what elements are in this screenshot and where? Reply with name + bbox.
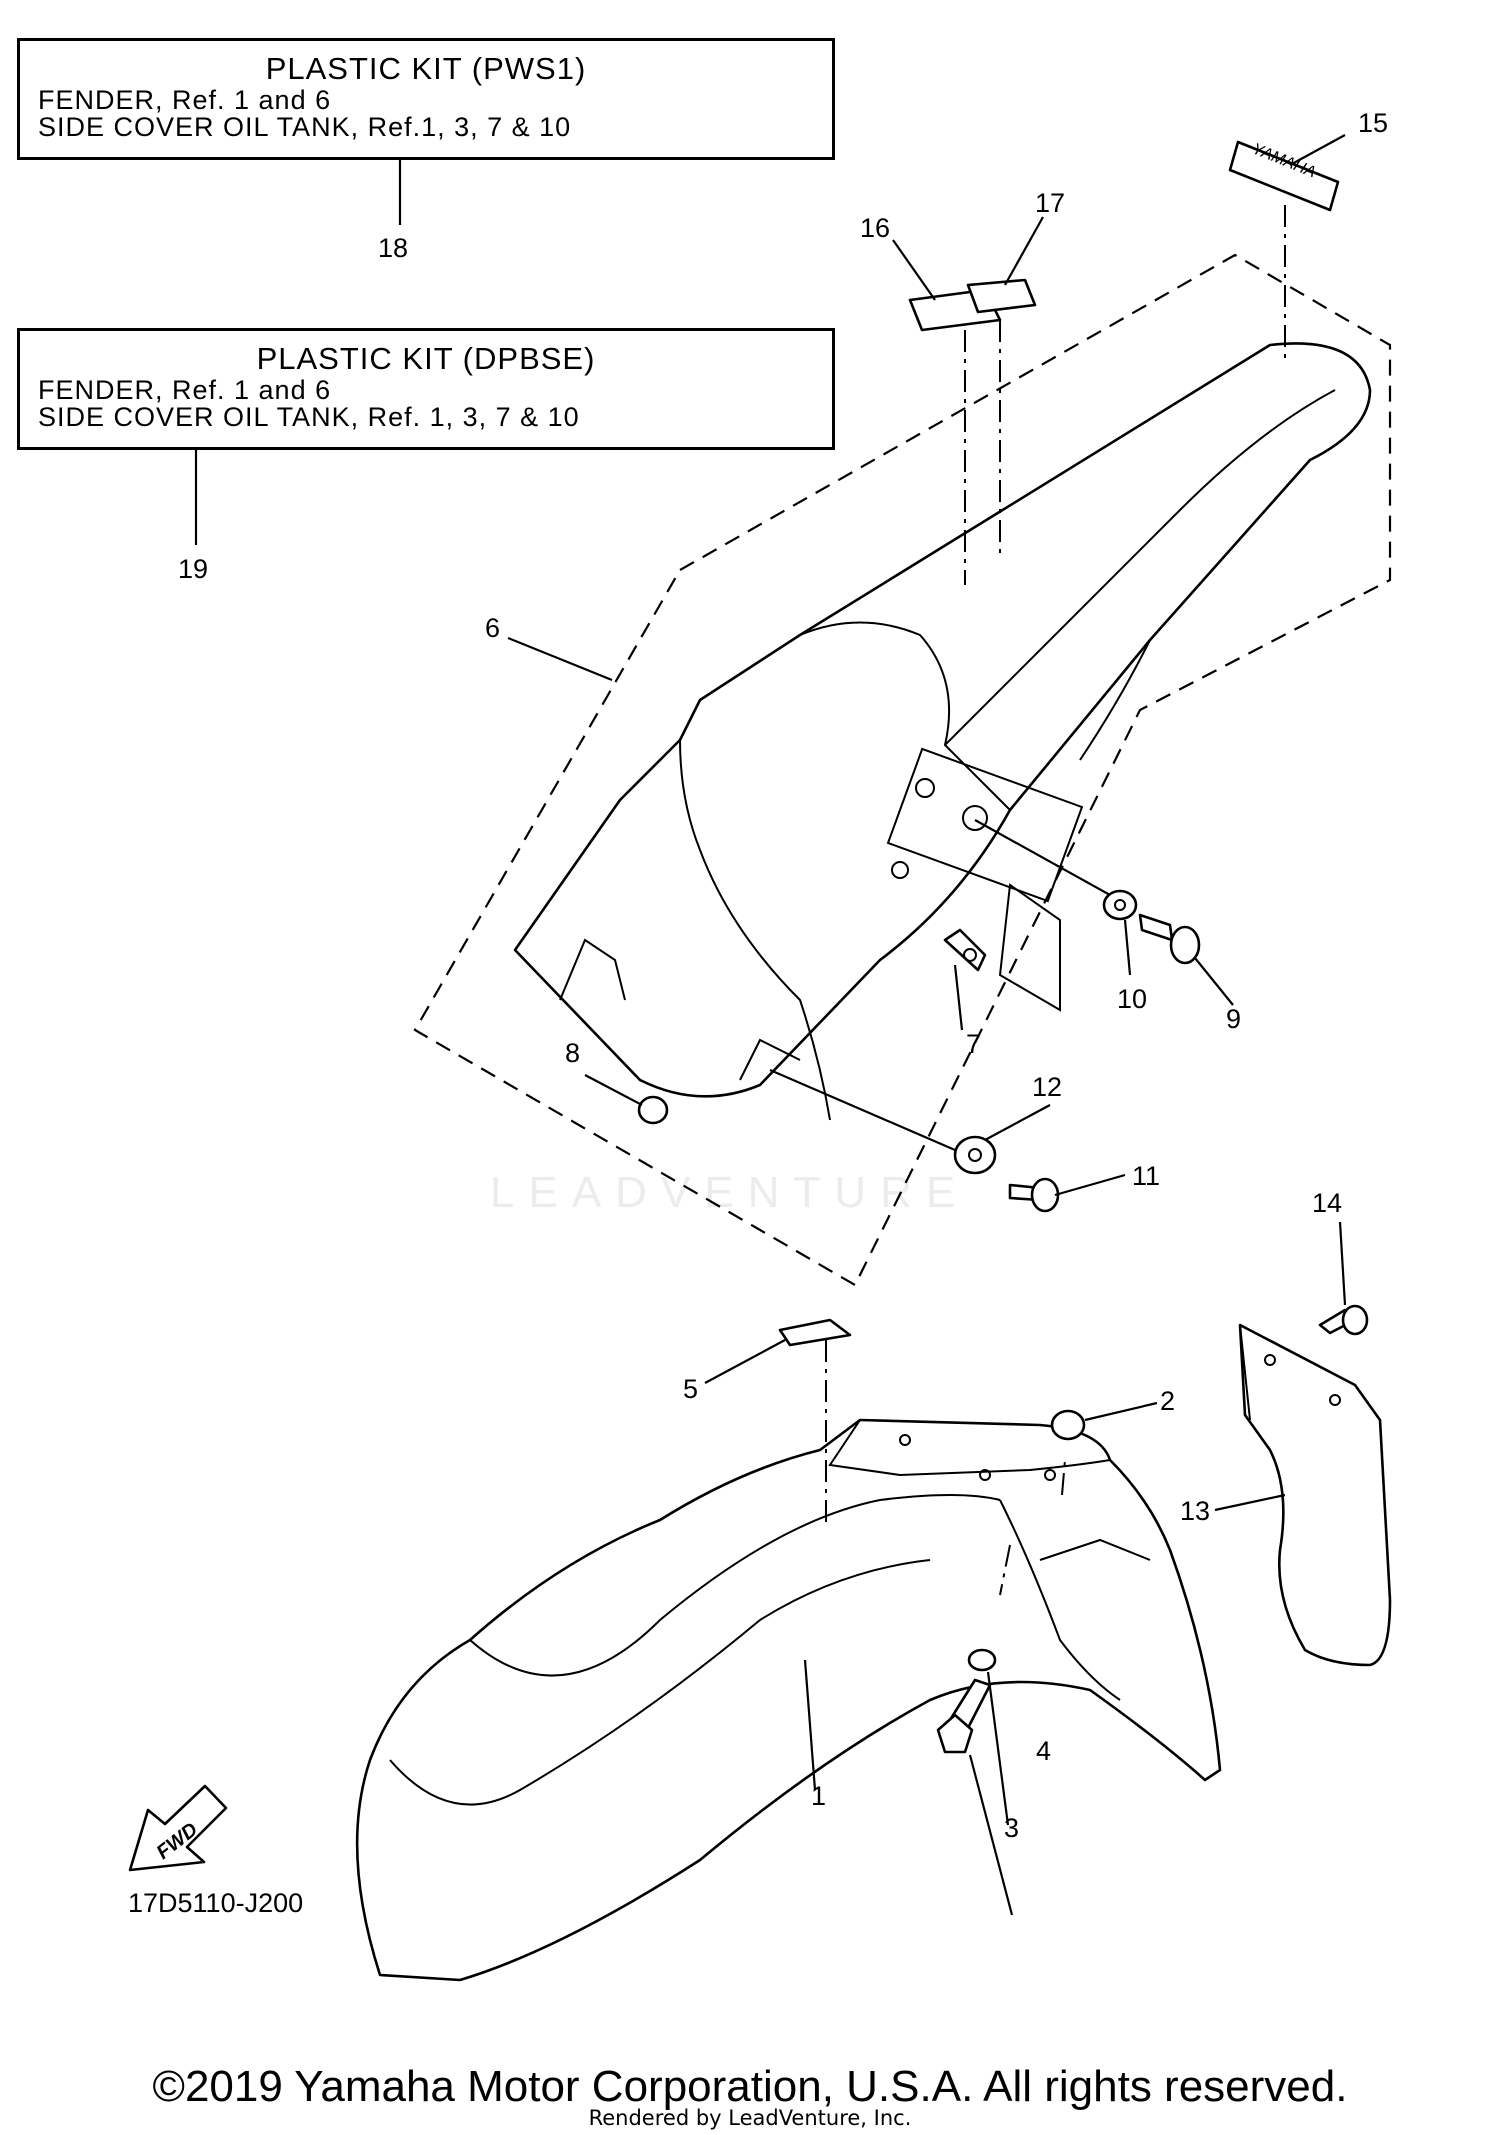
- callout-12: 12: [1032, 1072, 1062, 1102]
- washer-12: [953, 1135, 997, 1175]
- callout-14: 14: [1312, 1188, 1342, 1218]
- nut-7: [943, 928, 987, 972]
- kit-fender-line: FENDER, Ref. 1 and 6: [38, 375, 332, 405]
- fwd-arrow-icon: FWD: [128, 1784, 228, 1872]
- callout-5: 5: [683, 1374, 698, 1404]
- callout-11: 11: [1132, 1161, 1160, 1191]
- bolt-9: [1138, 913, 1201, 965]
- copyright-notice: ©2019 Yamaha Motor Corporation, U.S.A. A…: [152, 2062, 1348, 2111]
- rear-fender: [513, 342, 1372, 1121]
- kit-side-cover-line: SIDE COVER OIL TANK, Ref.1, 3, 7 & 10: [38, 112, 572, 142]
- kit-title: PLASTIC KIT (DPBSE): [256, 341, 596, 376]
- front-fender: [355, 1340, 1222, 1982]
- yamaha-decal: YAMAHA: [1228, 141, 1340, 360]
- rear-fender-kit-boundary: [413, 253, 1392, 1287]
- callout-18: 18: [378, 233, 408, 263]
- callout-10: 10: [1117, 984, 1147, 1014]
- plastic-kit-pws1-box: PLASTIC KIT (PWS1) FENDER, Ref. 1 and 6 …: [17, 38, 835, 160]
- rendered-by-notice: Rendered by LeadVenture, Inc.: [588, 2106, 912, 2130]
- callout-13: 13: [1180, 1496, 1210, 1526]
- callout-1: 1: [811, 1781, 826, 1811]
- callout-19: 19: [178, 554, 208, 584]
- callout-3: 3: [1004, 1813, 1019, 1843]
- callout-2: 2: [1160, 1386, 1175, 1416]
- kit-fender-line: FENDER, Ref. 1 and 6: [38, 85, 332, 115]
- kit-title: PLASTIC KIT (PWS1): [265, 51, 587, 86]
- figure-code: 17D5110-J200: [128, 1888, 304, 1918]
- washer-4: [967, 1648, 997, 1672]
- callout-9: 9: [1226, 1004, 1241, 1034]
- mudguard-13: [1238, 1323, 1392, 1667]
- fender-decal-5: [778, 1318, 852, 1347]
- bolt-11: [1008, 1177, 1060, 1213]
- washer-10: [1102, 889, 1138, 921]
- callout-4: 4: [1036, 1736, 1051, 1766]
- callout-8: 8: [565, 1038, 580, 1068]
- callout-17: 17: [1035, 188, 1065, 218]
- callout-6: 6: [485, 613, 500, 643]
- kit-side-cover-line: SIDE COVER OIL TANK, Ref. 1, 3, 7 & 10: [38, 402, 580, 432]
- watermark: LEADVENTURE: [490, 1168, 970, 1217]
- callout-15: 15: [1358, 108, 1388, 138]
- grommet-2: [1050, 1409, 1086, 1441]
- grommet-8: [637, 1095, 669, 1125]
- screw-14: [1318, 1304, 1369, 1336]
- plastic-kit-dpbse-box: PLASTIC KIT (DPBSE) FENDER, Ref. 1 and 6…: [17, 328, 835, 450]
- callout-7: 7: [966, 1029, 981, 1059]
- callout-16: 16: [860, 213, 890, 243]
